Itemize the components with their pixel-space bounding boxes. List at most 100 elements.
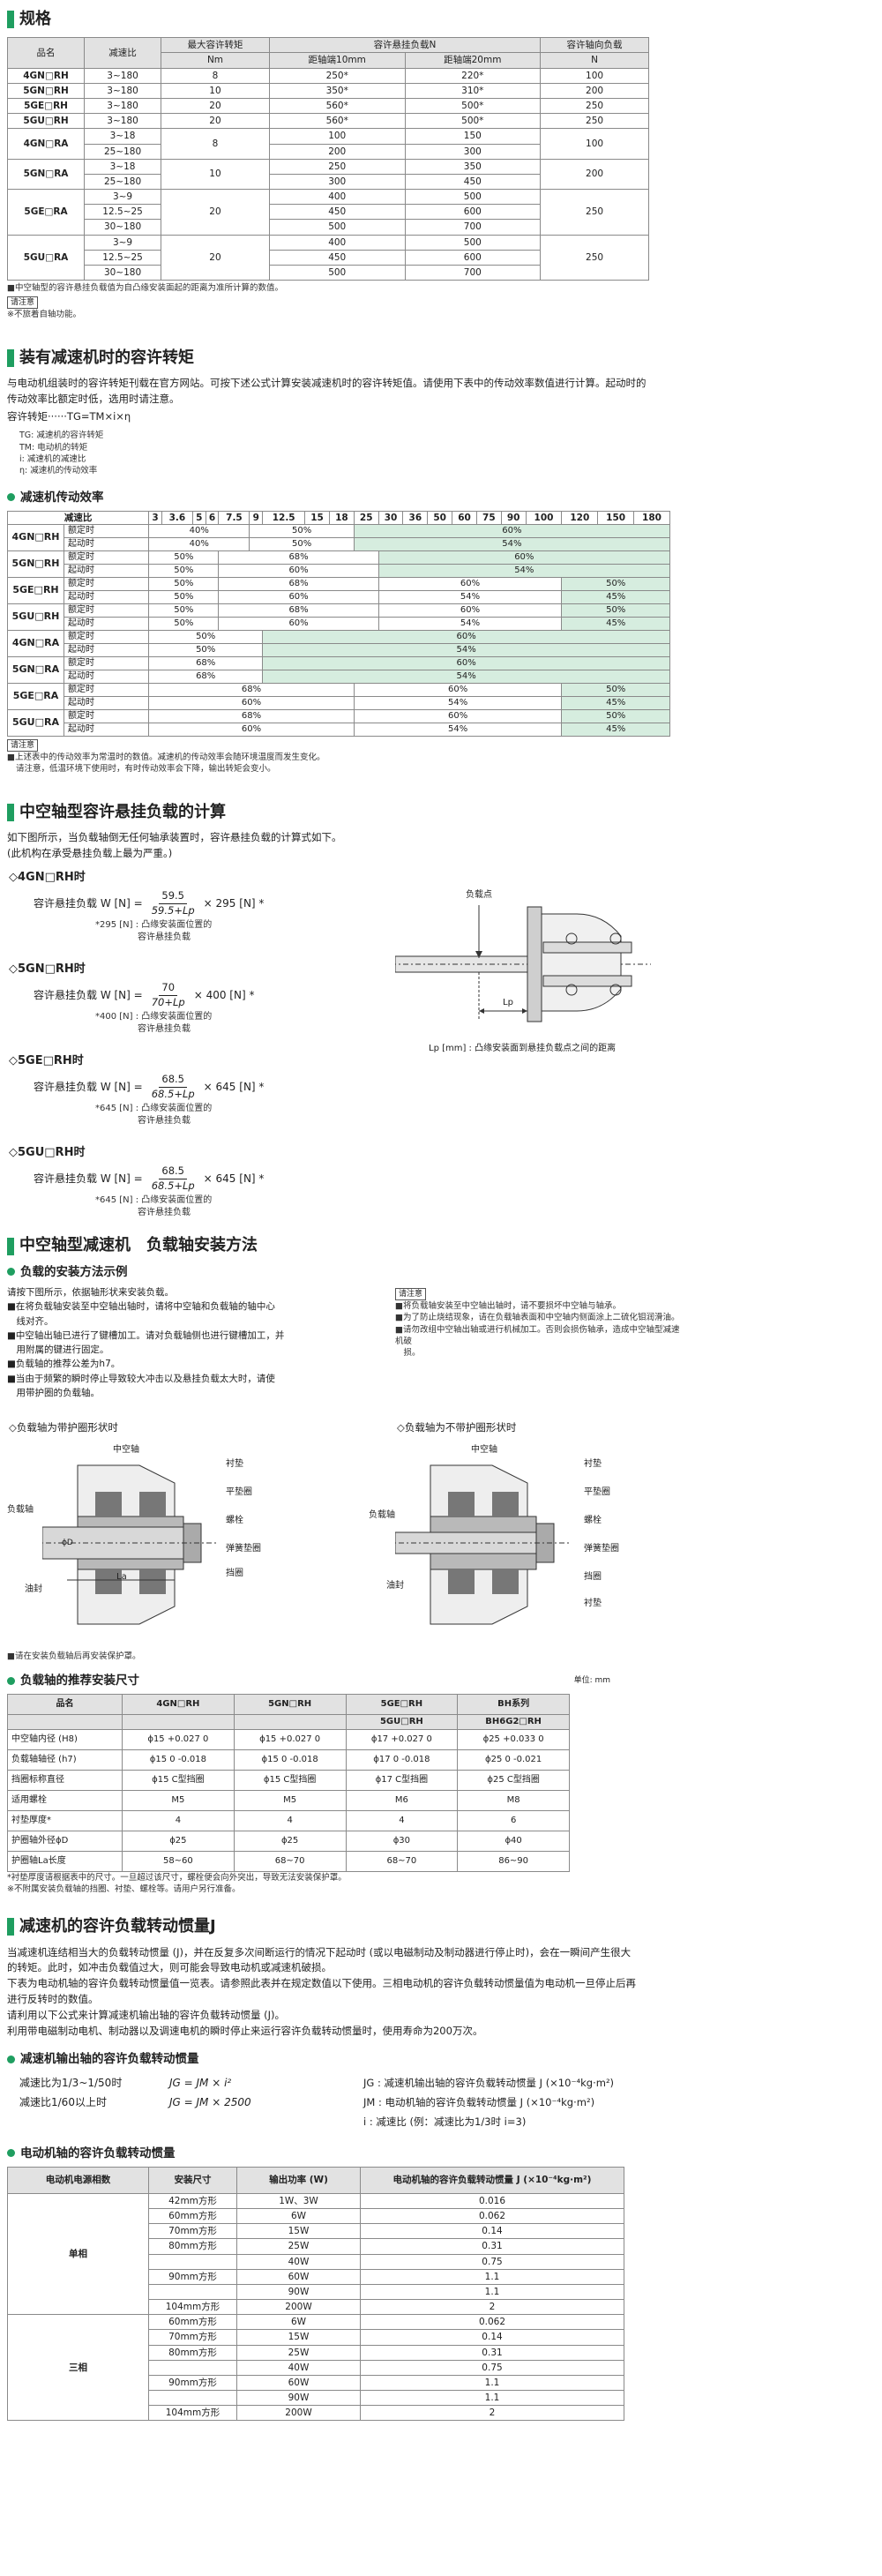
torque-formula: 容许转矩······TG=TM×i×η	[7, 409, 131, 423]
inertia-sub1: 减速机输出轴的容许负载转动惯量	[7, 2051, 875, 2067]
motor-inertia-table: 电动机电源相数安装尺寸输出功率 (W)电动机轴的容许负载转动惯量 J (×10⁻…	[7, 2166, 624, 2422]
torque-def: η: 减速机的传动效率	[19, 466, 98, 476]
eff-note: 请注意，低温环境下使用时，有时传动效率会下降，输出转矩会变小。	[16, 764, 276, 775]
torque-p1: 与电动机组装时的容许转矩刊载在官方网站。可按下述公式计算安装减速机时的容许转矩值…	[7, 376, 647, 389]
install-heading: 中空轴型减速机 负载轴安装方法	[7, 1235, 875, 1256]
formula-ratio-low: 减速比为1/3~1/50时	[19, 2076, 123, 2089]
shaft-with-retainer-diagram	[42, 1464, 219, 1625]
inertia-paragraph: 下表为电动机轴的容许负载转动惯量值一览表。请参照此表并在规定数值以下使用。三相电…	[7, 1977, 636, 1990]
lbl-load: 负载轴	[369, 1509, 395, 1520]
fig-caption: Lp [mm] : 凸缘安装面到悬挂负载点之间的距离	[429, 1044, 617, 1054]
formula-high: JG = JM × 2500	[169, 2095, 251, 2108]
install-item: 请按下图所示，依据轴形状来安装负载。	[7, 1286, 174, 1298]
hang-p2: (此机构在承受悬挂负载上最为严重。)	[7, 846, 173, 859]
install-sub: 负载的安装方法示例	[7, 1264, 875, 1280]
eff-heading: 减速机传动效率	[7, 490, 875, 505]
lbl-washer: 衬垫	[584, 1458, 602, 1469]
formula-ratio-high: 减速比1/60以上时	[19, 2095, 107, 2108]
rec-note: *衬垫厚度请根据表中的尺寸。一旦超过该尺寸，螺栓便会向外突出，导致无法安装保护罩…	[7, 1872, 347, 1883]
lbl-flat-washer: 平垫圈	[226, 1486, 252, 1497]
formula-def: JM : 电动机轴的容许负载转动惯量 J (×10⁻⁴kg·m²)	[363, 2095, 595, 2108]
inertia-paragraph: 的转矩。此时，如冲击负载值过大，则可能会导致电动机或减速机破损。	[7, 1961, 332, 1974]
lbl-bolt: 螺栓	[584, 1515, 602, 1525]
formula-low: JG = JM × i²	[169, 2076, 232, 2089]
install-item: ■当由于频繁的瞬时停止导致较大冲击以及悬挂负载太大时，请使	[7, 1373, 275, 1384]
spec-table: 品名 减速比 最大容许转矩 容许悬挂负载N 容许轴向负载 Nm 距轴端10mm …	[6, 37, 649, 281]
install-caution: ■请勿改组中空轴出轴或进行机械加工。否则会损伤轴承，造成中空轴型减速机破	[395, 1324, 680, 1346]
install-item: ■中空轴出轴已进行了键槽加工。请对负载轴侧也进行键槽加工，并	[7, 1329, 285, 1341]
lbl-load: 负载轴	[7, 1504, 34, 1515]
inertia-paragraph: 进行反转时的数值。	[7, 1992, 99, 2005]
hang-p1: 如下图所示，当负载轴倒无任何轴承装置时，容许悬挂负载的计算式如下。	[7, 830, 342, 843]
lbl-hollow: 中空轴	[471, 1444, 497, 1455]
install-item: ■负载轴的推荐公差为h7。	[7, 1359, 121, 1370]
lbl-flat-washer: 平垫圈	[584, 1486, 610, 1497]
spec-note: ■中空轴型的容许悬挂负载值为自凸缘安装面起的距离为准所计算的数值。	[7, 283, 283, 294]
lbl-ring: 挡圈	[584, 1571, 602, 1582]
hollow-shaft-load-figure	[395, 905, 651, 1022]
hang-heading: 中空轴型容许悬挂负载的计算	[7, 802, 875, 823]
eff-tag: 请注意	[7, 738, 39, 752]
install-note: ■请在安装负载轴后再安装保护罩。	[7, 1651, 141, 1661]
lbl-la: La	[116, 1571, 127, 1582]
fig-lp-label: Lp	[503, 998, 513, 1008]
spec-heading: 规格	[7, 9, 875, 30]
formula-def: JG : 减速机输出轴的容许负载转动惯量 J (×10⁻⁴kg·m²)	[363, 2076, 615, 2089]
diagram2-title: ◇负载轴为不带护圈形状时	[397, 1421, 517, 1434]
lbl-spring: 弹簧垫圈	[584, 1543, 619, 1554]
lbl-seal: 油封	[25, 1584, 42, 1594]
lbl-washer: 衬垫	[226, 1458, 243, 1469]
lbl-seal: 油封	[386, 1580, 404, 1591]
install-item: 用附属的键进行固定。	[7, 1344, 109, 1356]
install-item: ■在将负载轴安装至中空轴出轴时，请将中空轴和负载轴的轴中心	[7, 1301, 275, 1313]
install-item: 线对齐。	[7, 1315, 54, 1327]
torque-p2: 传动效率比额定时低，选用时请注意。	[7, 392, 180, 405]
inertia-paragraph: 当减速机连结相当大的负载转动惯量 (J)，并在反复多次间断运行的情况下起动时 (…	[7, 1945, 632, 1958]
install-caution: ■为了防止烧结现象，请在负载轴表面和中空轴内侧面涂上二硫化钼润滑油。	[395, 1313, 680, 1323]
shaft-without-retainer-diagram	[395, 1464, 572, 1625]
lbl-phi: ϕD	[62, 1538, 73, 1547]
inertia-paragraph: 利用带电磁制动电机、制动器以及调速电机的瞬时停止来运行容许负载转动惯量时，使用寿…	[7, 2024, 483, 2037]
lbl-bolt: 螺栓	[226, 1515, 243, 1525]
inertia-heading: 减速机的容许负载转动惯量J	[7, 1916, 875, 1937]
torque-def: TM: 电动机的转矩	[19, 442, 88, 453]
lbl-ring: 挡圈	[226, 1568, 243, 1578]
spec-tag: 请注意	[7, 296, 39, 310]
